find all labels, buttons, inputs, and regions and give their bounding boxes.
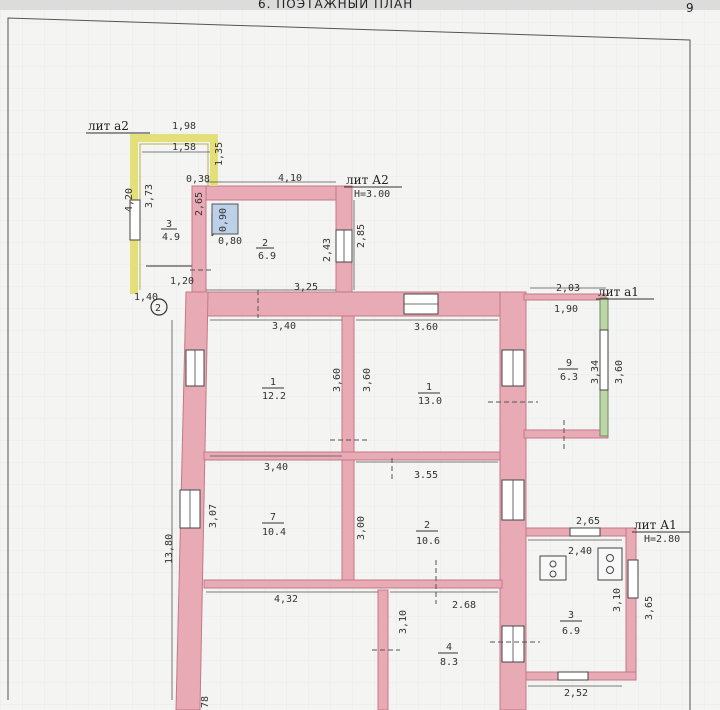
boiler-dial	[606, 566, 614, 574]
block-label-a2-small: лит а2	[88, 119, 129, 133]
room-label: 9 6.3	[558, 358, 578, 383]
svg-text:12.2: 12.2	[262, 391, 286, 402]
svg-text:10.4: 10.4	[262, 527, 286, 538]
block-label-A1: лит А1	[634, 518, 677, 532]
svg-text:0,80: 0,80	[218, 236, 242, 247]
section-marker	[150, 298, 168, 316]
svg-text:2,52: 2,52	[564, 688, 588, 699]
svg-text:3,73: 3,73	[144, 184, 155, 208]
svg-text:3,65: 3,65	[644, 596, 655, 620]
room-label: 7 10.4	[262, 512, 286, 538]
svg-text:2: 2	[424, 520, 430, 531]
block-label-A2: лит А2	[346, 173, 389, 187]
svg-text:2,43: 2,43	[322, 238, 333, 262]
block-height-A2: H=3.00	[354, 189, 390, 200]
window-lines	[189, 230, 514, 662]
svg-text:2: 2	[262, 238, 268, 249]
boiler-dial	[606, 554, 614, 562]
svg-text:2,65: 2,65	[576, 516, 600, 527]
svg-text:78: 78	[200, 696, 211, 708]
stair-hatch	[211, 203, 239, 235]
svg-text:9: 9	[566, 358, 572, 369]
svg-text:8.3: 8.3	[440, 657, 458, 668]
room-label: 4 8.3	[438, 642, 458, 668]
svg-text:3: 3	[166, 219, 172, 230]
svg-text:2.68: 2.68	[452, 600, 476, 611]
svg-text:10.6: 10.6	[416, 536, 440, 547]
svg-text:13,80: 13,80	[164, 534, 175, 564]
svg-text:0,38: 0,38	[186, 174, 210, 185]
svg-text:3,00: 3,00	[356, 516, 367, 540]
svg-text:3,07: 3,07	[208, 504, 219, 528]
room-label: 2 10.6	[416, 520, 440, 547]
dimension-labels: 1,98 1,58 0,38 4,10 0,80 1,20 1,40 3,25 …	[134, 121, 600, 699]
svg-text:1: 1	[270, 377, 276, 388]
svg-text:2,40: 2,40	[568, 546, 592, 557]
svg-text:4.9: 4.9	[162, 232, 180, 243]
room-label: 3 6.9	[560, 610, 582, 637]
svg-text:3.55: 3.55	[414, 470, 438, 481]
svg-text:1,90: 1,90	[554, 304, 578, 315]
svg-text:3,40: 3,40	[264, 462, 288, 473]
block-label-a1-small: лит а1	[598, 285, 639, 299]
svg-text:1: 1	[426, 382, 432, 393]
page-heading: 6. ПОЭТАЖНЫЙ ПЛАН	[258, 0, 413, 11]
svg-text:6.9: 6.9	[258, 251, 276, 262]
svg-text:13.0: 13.0	[418, 396, 442, 407]
svg-text:1,35: 1,35	[214, 142, 225, 166]
svg-text:3,40: 3,40	[272, 321, 296, 332]
svg-text:3,25: 3,25	[294, 282, 318, 293]
svg-text:2,65: 2,65	[194, 192, 205, 216]
svg-text:3,34: 3,34	[590, 360, 601, 384]
room-label: 2 6.9	[256, 238, 276, 262]
boiler	[597, 547, 623, 581]
svg-text:1,98: 1,98	[172, 121, 196, 132]
svg-text:0,90: 0,90	[218, 208, 229, 232]
svg-text:3,60: 3,60	[362, 368, 373, 392]
room-label: 1 12.2	[262, 377, 286, 402]
svg-text:4,10: 4,10	[278, 173, 302, 184]
svg-text:2,03: 2,03	[556, 283, 580, 294]
svg-text:3.60: 3.60	[414, 322, 438, 333]
svg-text:7: 7	[270, 512, 276, 523]
section-marker-label: 2	[155, 303, 161, 314]
svg-text:4: 4	[446, 642, 452, 653]
svg-text:3,10: 3,10	[612, 588, 623, 612]
dimension-lines	[142, 151, 622, 700]
svg-text:3,60: 3,60	[332, 368, 343, 392]
svg-text:4,32: 4,32	[274, 594, 298, 605]
svg-text:3,60: 3,60	[614, 360, 625, 384]
svg-text:2,85: 2,85	[356, 224, 367, 248]
page-number: 9	[686, 1, 695, 15]
stove-burner	[549, 570, 557, 578]
svg-text:1,40: 1,40	[134, 292, 158, 303]
svg-text:3: 3	[568, 610, 574, 621]
svg-text:6.9: 6.9	[562, 626, 580, 637]
svg-text:1,58: 1,58	[172, 142, 196, 153]
stove-burner	[549, 560, 557, 568]
svg-text:3,10: 3,10	[398, 610, 409, 634]
svg-text:1,20: 1,20	[170, 276, 194, 287]
room-label: 3 4.9	[161, 219, 180, 243]
room-label: 1 13.0	[418, 382, 442, 407]
svg-text:4,20: 4,20	[124, 188, 135, 212]
page-frame	[7, 17, 691, 710]
dimension-labels-vertical: 1,35 4,20 3,73 2,65 0,90 2,43 2,85 3,34 …	[124, 142, 655, 708]
stove	[539, 555, 567, 581]
svg-text:6.3: 6.3	[560, 372, 578, 383]
block-height-A1: H=2.80	[644, 534, 680, 545]
